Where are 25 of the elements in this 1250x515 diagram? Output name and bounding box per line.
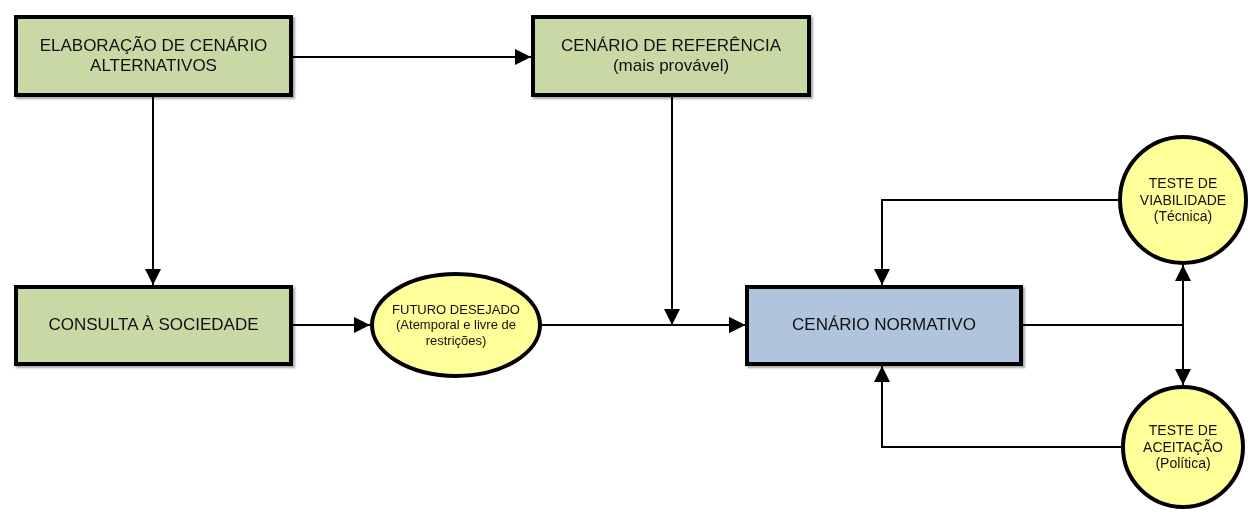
ellipse-node [370,272,542,378]
node-label: TESTE DE ACEITAÇÃO [1142,421,1224,456]
arrow [145,96,161,286]
node-subtitle: (Política) [1155,455,1211,473]
arrow [1022,324,1191,386]
node-label: CENÁRIO DE REFERÊNCIA [560,35,782,56]
node-label: TESTE DE VIABILIDADE [1138,174,1228,209]
circle-node [1121,385,1245,509]
arrow [292,49,532,65]
process-box [14,285,293,366]
process-box [531,15,811,97]
node-label: ELABORAÇÃO DE CENÁRIO ALTERNATIVOS [38,35,269,77]
process-box [14,15,293,97]
arrow [541,317,746,333]
circle-node [1118,135,1248,265]
arrow [874,365,1122,448]
node-subtitle: (Atemporal e livre de restrições) [395,317,517,349]
arrow [874,199,1119,286]
node-subtitle: (mais provável) [612,56,730,77]
process-box [745,285,1023,366]
node-label: CENÁRIO NORMATIVO [792,315,976,336]
node-label: FUTURO DESEJADO [392,301,520,318]
node-subtitle: (Técnica) [1153,208,1213,226]
arrow [292,317,371,333]
node-label: CONSULTA À SOCIEDADE [48,315,259,336]
